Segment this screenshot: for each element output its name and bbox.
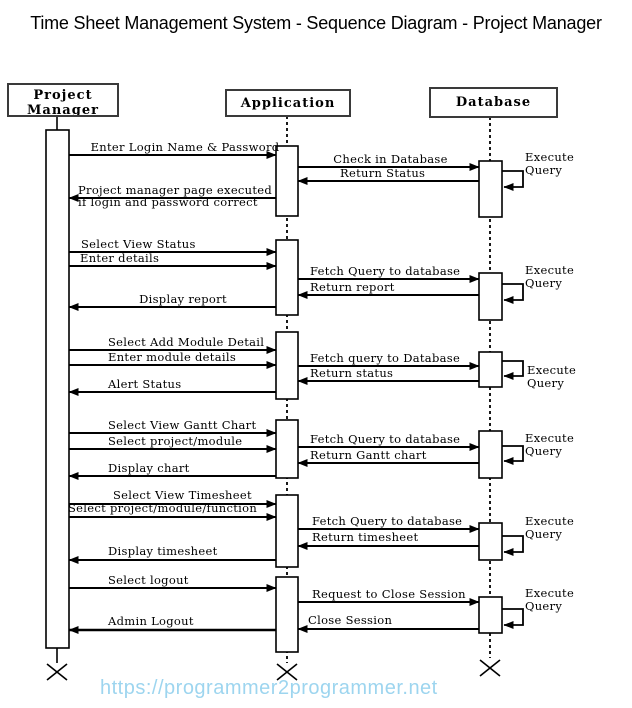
message-label: Return timesheet (312, 530, 419, 544)
message-label: Execute Query (525, 431, 575, 458)
activation-bar-database (478, 351, 503, 388)
message-label: Project manager page executed if login a… (78, 183, 273, 209)
message-label: Return status (310, 366, 394, 380)
activation-bar-database (478, 160, 503, 218)
self-call-loop (502, 608, 524, 629)
activation-bar-application (275, 331, 299, 400)
message-label: Display report (139, 292, 227, 306)
self-call-loop (502, 360, 524, 380)
self-call-loop (502, 535, 524, 556)
actor-box-database (429, 87, 558, 118)
message-label: Display chart (108, 461, 190, 475)
message-label: Fetch Query to database (310, 432, 461, 446)
message-label: Select Add Module Detail (108, 335, 265, 349)
message-label: Enter details (80, 251, 160, 265)
message-label: Enter Login Name & Password (90, 140, 280, 154)
activation-bar-project-manager (45, 129, 70, 649)
message-label: Select project/module (108, 434, 243, 448)
message-label: Execute Query (527, 363, 577, 390)
self-call-loop (502, 445, 524, 465)
message-label: Select logout (108, 573, 189, 587)
message-label: Close Session (308, 613, 393, 627)
message-label: Select project/module/function (68, 501, 258, 515)
activation-bar-database (478, 522, 503, 561)
activation-bar-application (275, 494, 299, 568)
message-label: Enter module details (108, 350, 237, 364)
message-label: Select View Timesheet (113, 488, 252, 502)
activation-bar-application (275, 576, 299, 653)
activation-bar-application (275, 239, 299, 316)
message-label: Execute Query (525, 150, 575, 177)
destruction-x-icon (479, 659, 501, 677)
destruction-x-icon (46, 663, 68, 681)
actor-label-project-manager: Project Manager (27, 88, 99, 115)
message-label: Return Gantt chart (310, 448, 427, 462)
message-label: Fetch Query to database (310, 264, 461, 278)
message-label: Alert Status (108, 377, 182, 391)
message-label: Fetch Query to database (312, 514, 463, 528)
message-label: Execute Query (525, 514, 575, 541)
message-label: Select View Status (81, 237, 196, 251)
actor-label-database: Database (455, 95, 532, 110)
destruction-x-icon (276, 663, 298, 681)
message-label: Check in Database (333, 152, 448, 166)
message-label: Execute Query (525, 263, 575, 290)
actor-box-project-manager (7, 83, 119, 117)
actor-box-application (225, 89, 351, 117)
self-call-loop (502, 170, 524, 191)
activation-bar-application (275, 145, 299, 217)
self-call-loop (502, 283, 524, 304)
message-label: Fetch query to Database (310, 351, 461, 365)
page-title: Time Sheet Management System - Sequence … (30, 13, 602, 33)
actor-label-application: Application (240, 96, 336, 111)
message-label: Admin Logout (108, 614, 194, 628)
activation-bar-database (478, 430, 503, 479)
activation-bar-database (478, 596, 503, 634)
message-label: Execute Query (525, 586, 575, 613)
message-label: Return Status (340, 166, 426, 180)
activation-bar-database (478, 272, 503, 321)
message-label: Select View Gantt Chart (108, 418, 257, 432)
watermark-link: https://programmer2programmer.net (100, 677, 438, 699)
activation-bar-application (275, 419, 299, 479)
message-label: Display timesheet (108, 544, 218, 558)
message-label: Return report (310, 280, 395, 294)
message-label: Request to Close Session (312, 587, 466, 601)
